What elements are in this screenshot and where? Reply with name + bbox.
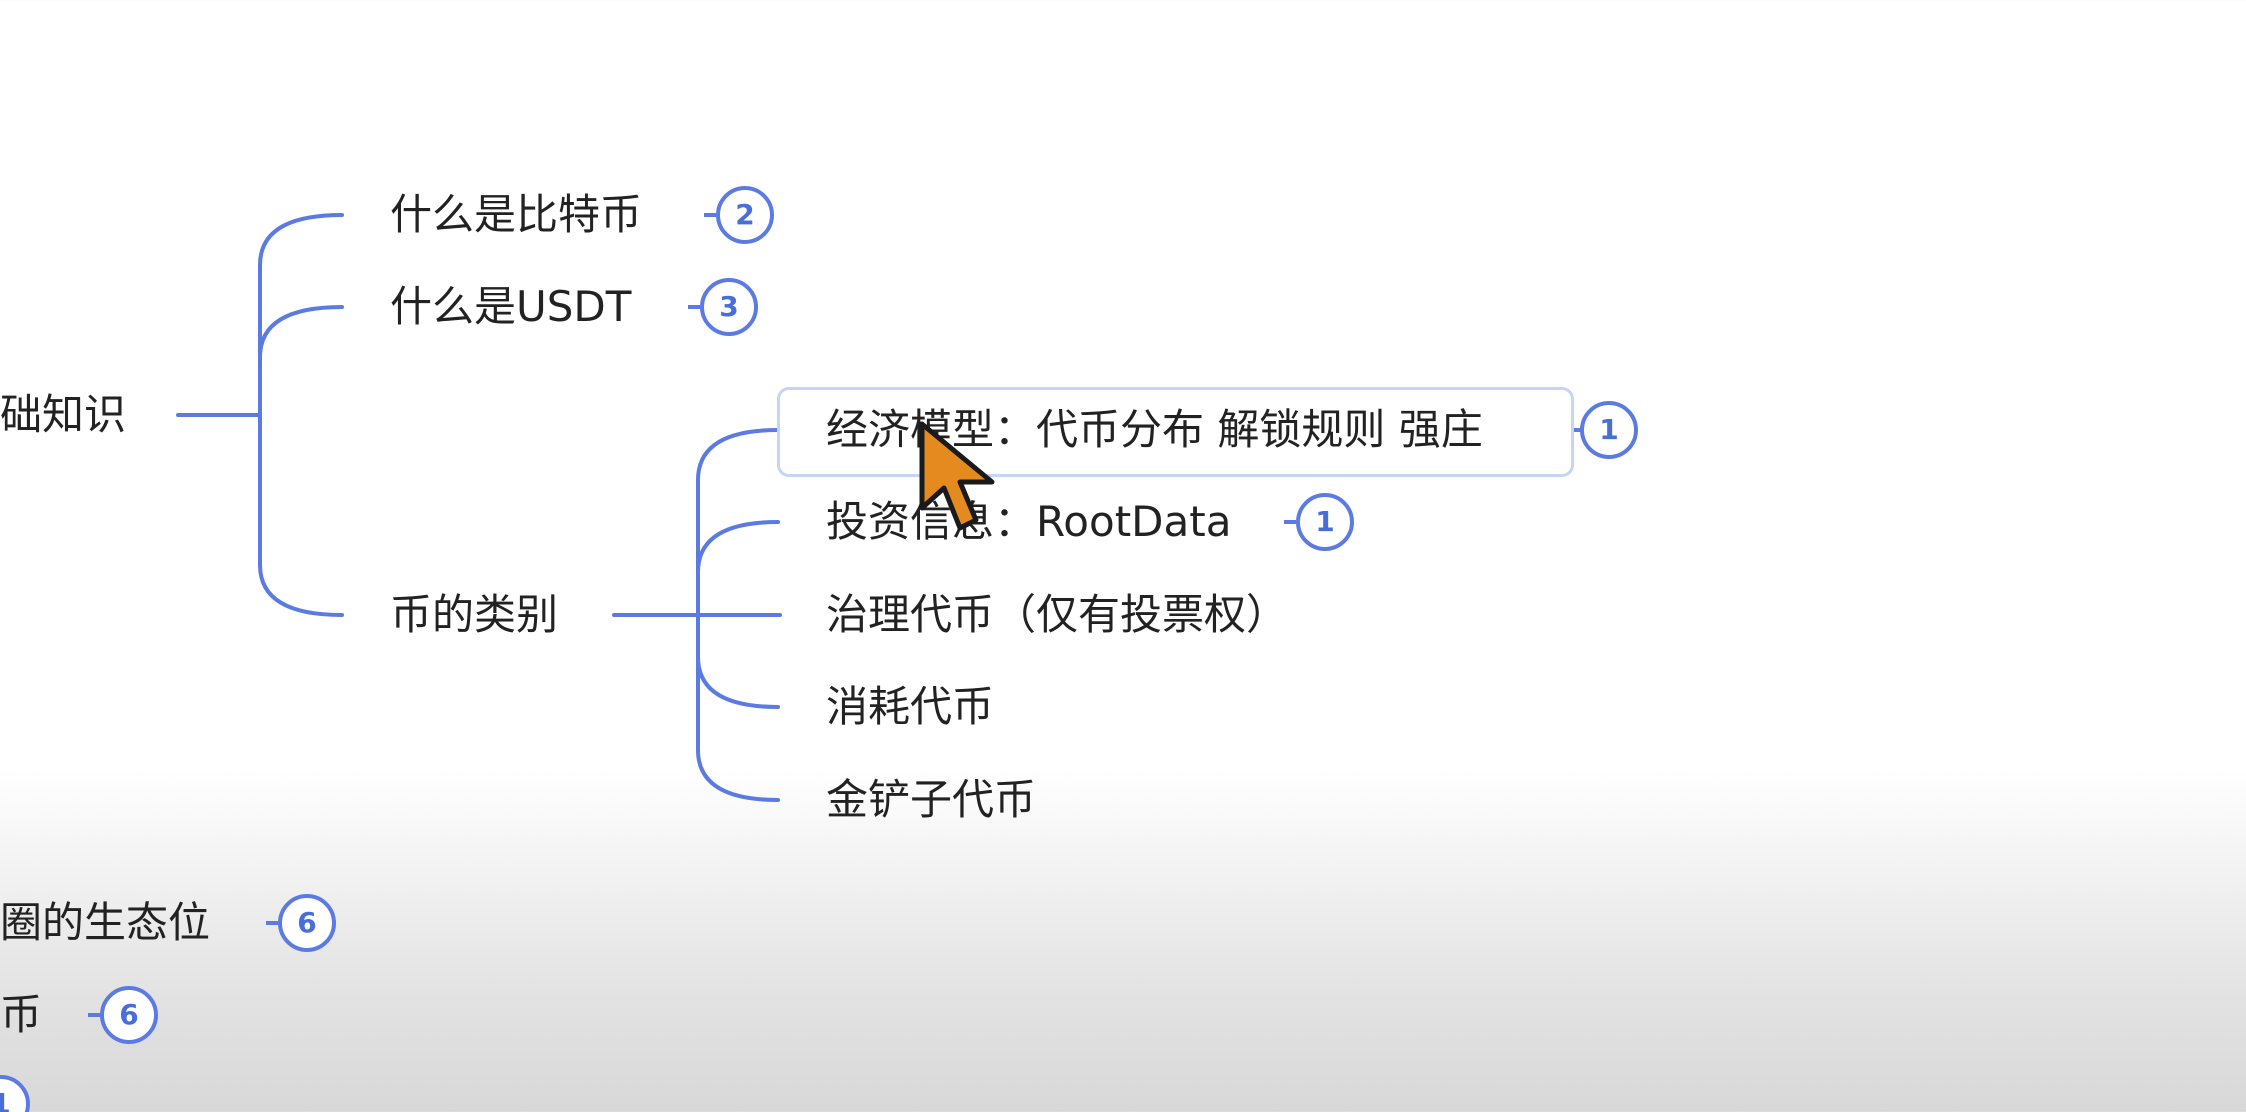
connector-trunk-level1 [258, 213, 344, 617]
connector-usdt [258, 305, 344, 359]
count-badge-economic-model[interactable]: 1 [1580, 401, 1638, 459]
badge-tick [688, 305, 700, 309]
node-ecosystem-niche[interactable]: 圈的生态位 [0, 898, 211, 947]
connector-investment [696, 520, 780, 574]
node-consumption-token[interactable]: 消耗代币 [826, 682, 995, 731]
count-badge-ecosystem[interactable]: 6 [278, 894, 336, 952]
badge-tick [1284, 520, 1296, 524]
badge-tick [266, 921, 278, 925]
count-badge-bitcoin[interactable]: 2 [716, 186, 774, 244]
node-what-is-bitcoin[interactable]: 什么是比特币 [390, 190, 643, 239]
node-coin-types[interactable]: 币的类别 [390, 590, 559, 639]
node-investment-info[interactable]: 投资信息：RootData [826, 497, 1232, 546]
node-what-is-usdt[interactable]: 什么是USDT [390, 282, 632, 331]
count-badge-usdt[interactable]: 3 [700, 278, 758, 336]
count-badge-investment-info[interactable]: 1 [1296, 493, 1354, 551]
badge-tick [704, 213, 716, 217]
node-governance-token[interactable]: 治理代币（仅有投票权） [826, 590, 1289, 639]
selected-node-outline [777, 387, 1574, 477]
node-coin[interactable]: 币 [0, 990, 43, 1039]
connector-consumption [696, 655, 780, 709]
node-gold-shovel-token[interactable]: 金铲子代币 [826, 775, 1037, 824]
root-node-label[interactable]: 础知识 [0, 390, 127, 439]
arrow-cursor-icon [919, 421, 995, 531]
badge-tick [88, 1013, 100, 1017]
count-badge-coin[interactable]: 6 [100, 986, 158, 1044]
